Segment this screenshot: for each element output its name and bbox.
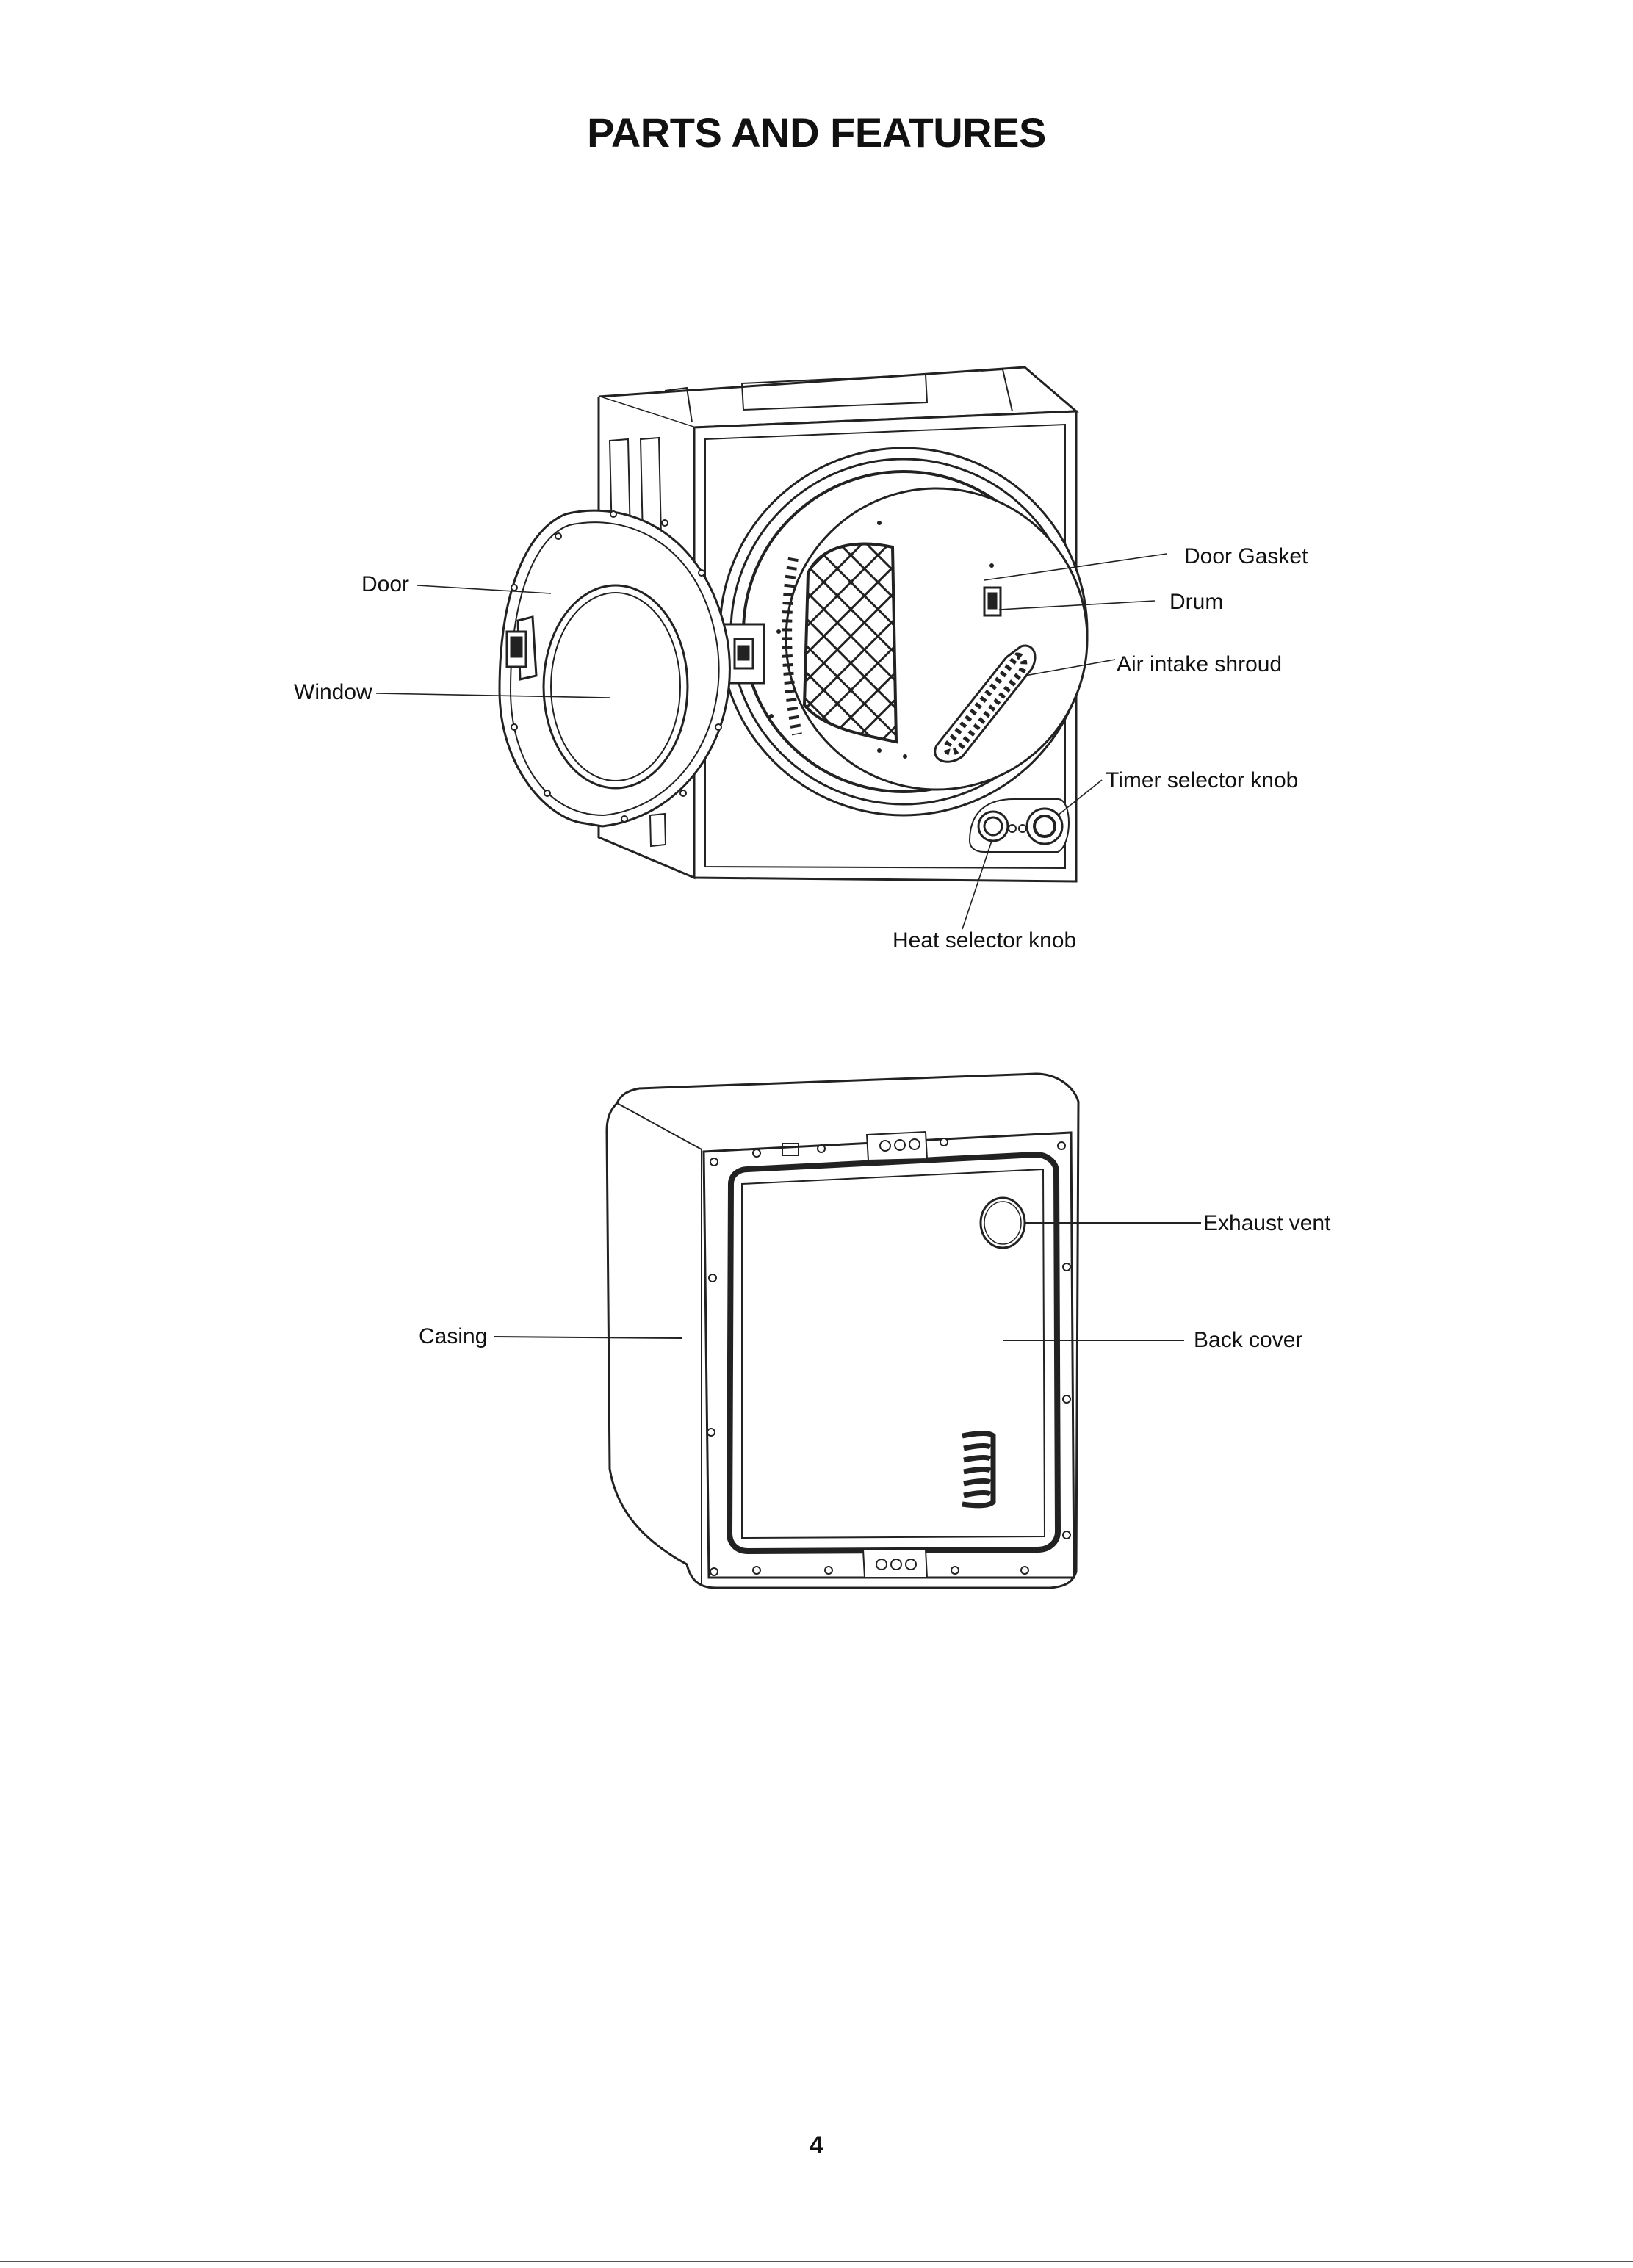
label-door-gasket: Door Gasket xyxy=(1184,544,1308,568)
heat-selector-knob xyxy=(978,812,1008,841)
label-heat-selector-knob: Heat selector knob xyxy=(893,928,1076,953)
exhaust-vent xyxy=(981,1198,1025,1248)
label-exhaust-vent: Exhaust vent xyxy=(1203,1211,1331,1235)
label-air-intake-shroud: Air intake shroud xyxy=(1117,652,1282,676)
front-view-diagram xyxy=(500,367,1087,881)
label-drum: Drum xyxy=(1169,590,1223,614)
label-door: Door xyxy=(361,572,409,596)
door-window xyxy=(544,585,688,788)
label-casing: Casing xyxy=(419,1324,487,1348)
back-view-diagram xyxy=(607,1074,1078,1588)
label-window: Window xyxy=(294,680,372,704)
label-back-cover: Back cover xyxy=(1194,1328,1302,1352)
label-timer-selector-knob: Timer selector knob xyxy=(1106,768,1298,792)
timer-selector-knob xyxy=(1027,809,1062,844)
door-latch xyxy=(984,588,1001,615)
control-panel xyxy=(970,799,1069,852)
page-number: 4 xyxy=(0,2131,1633,2160)
bottom-rule xyxy=(0,2261,1633,2262)
